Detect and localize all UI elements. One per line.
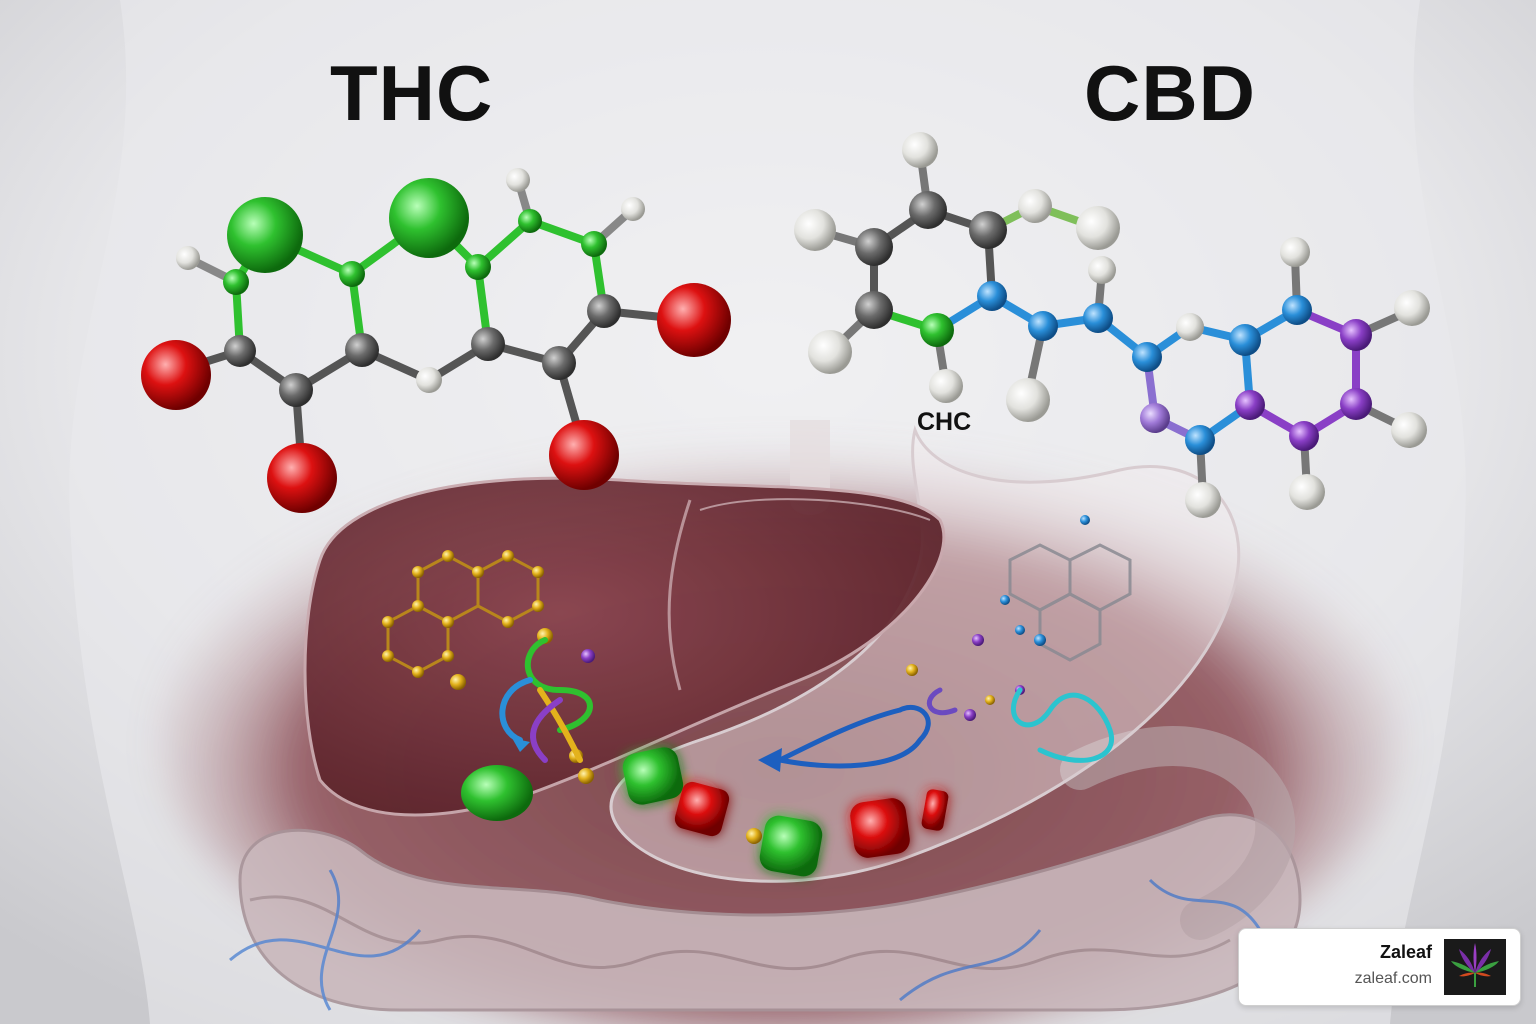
- thc-molecule: [141, 168, 731, 513]
- watermark-badge[interactable]: Zaleaf zaleaf.com: [1238, 928, 1521, 1006]
- thc-title: THC: [330, 49, 494, 137]
- cbd-title: CBD: [1084, 49, 1256, 137]
- badge-url: zaleaf.com: [1354, 970, 1432, 987]
- gallbladder: [461, 765, 533, 821]
- intestines: [229, 726, 1302, 1012]
- molecule-label: CHC: [917, 408, 972, 436]
- cannabis-leaf-icon: [1444, 939, 1506, 995]
- badge-brand-name: Zaleaf: [1379, 942, 1432, 962]
- gummies: [622, 747, 949, 877]
- cbd-molecule: [794, 132, 1430, 518]
- blue-swirl-arrow: [772, 704, 931, 769]
- stomach: [609, 424, 1241, 883]
